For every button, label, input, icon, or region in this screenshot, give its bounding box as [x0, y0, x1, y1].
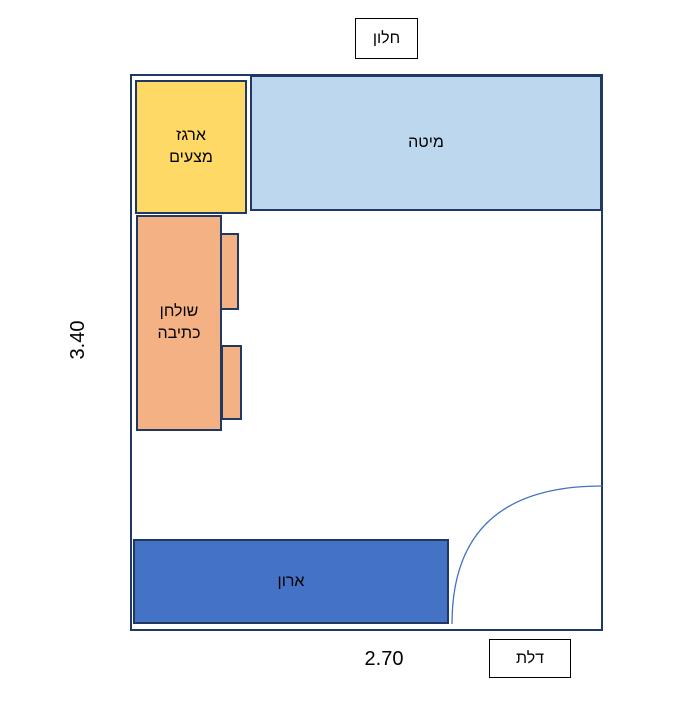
desk-label-line2: כתיבה: [157, 325, 201, 342]
writing-desk: שולחן כתיבה: [136, 215, 222, 431]
height-dimension: 3.40: [64, 304, 92, 376]
bedding-chest: ארגז מצעים: [135, 80, 247, 214]
closet: ארון: [133, 539, 449, 624]
door-text: דלת: [515, 649, 545, 667]
width-value: 2.70: [364, 647, 404, 670]
chair-lower: [221, 345, 242, 420]
closet-label: ארון: [277, 572, 305, 590]
bedding-chest-label-line1: ארגז: [176, 127, 206, 144]
width-dimension: 2.70: [348, 645, 420, 673]
bedding-chest-label-line2: מצעים: [169, 149, 213, 166]
bed-label: מיטה: [408, 134, 444, 151]
height-value: 3.40: [66, 320, 89, 360]
door-label: דלת: [489, 639, 571, 678]
desk-label-line1: שולחן: [159, 303, 199, 320]
window-text: חלון: [372, 29, 401, 47]
bed: מיטה: [250, 75, 602, 211]
chair-upper: [220, 233, 239, 310]
door-arc-path: [451, 485, 603, 625]
window-label: חלון: [355, 18, 418, 59]
